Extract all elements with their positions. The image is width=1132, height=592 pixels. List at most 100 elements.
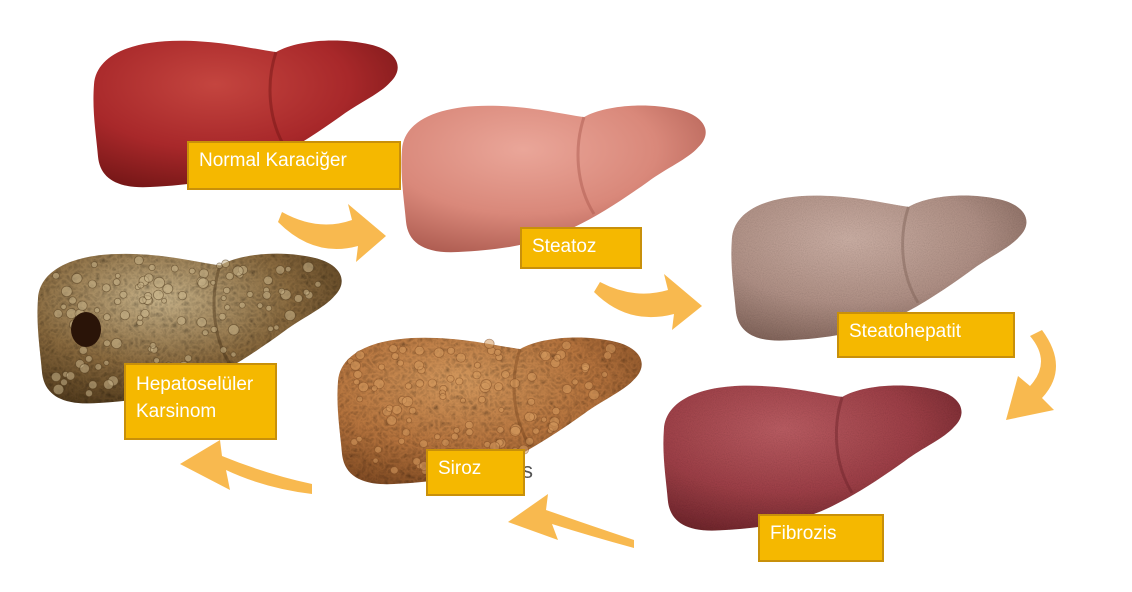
label-steatohepatitis: Steatohepatit <box>837 312 1015 358</box>
liver-nodule <box>581 363 589 371</box>
label-text: Normal Karaciğer <box>199 149 389 173</box>
liver-nodule <box>103 314 110 321</box>
liver-nodule <box>502 371 510 379</box>
liver-nodule <box>440 393 446 399</box>
liver-nodule <box>137 315 143 320</box>
liver-nodule <box>528 398 535 405</box>
liver-nodule <box>589 390 600 400</box>
liver-nodule <box>465 421 473 429</box>
liver-nodule <box>276 266 285 275</box>
liver-nodule <box>456 353 466 362</box>
liver-nodule <box>95 364 102 370</box>
liver-nodule <box>111 338 122 348</box>
liver-nodule <box>257 303 263 308</box>
liver-nodule <box>358 382 368 392</box>
liver-nodule <box>72 273 82 283</box>
arrow-fibrozis-to-siroz <box>508 494 634 548</box>
liver-nodule <box>274 325 279 330</box>
liver-nodule <box>239 302 245 308</box>
liver-nodule <box>54 309 63 317</box>
liver-nodule <box>354 370 362 378</box>
liver-nodule <box>69 297 77 304</box>
liver-nodule <box>104 380 114 390</box>
liver-nodule <box>114 298 121 304</box>
liver-nodule <box>402 397 413 407</box>
liver-nodule <box>134 256 143 265</box>
liver-nodule <box>61 379 68 386</box>
liver-nodule <box>451 433 458 440</box>
liver-nodule <box>226 273 234 280</box>
liver-nodule <box>373 458 378 463</box>
liver-nodule <box>510 426 520 436</box>
liver-nodule <box>247 291 253 297</box>
liver-nodule <box>499 407 504 412</box>
liver-nodule <box>211 326 217 332</box>
liver-nodule <box>386 405 393 411</box>
liver-nodule <box>481 380 492 390</box>
liver-nodule <box>199 269 208 278</box>
liver-nodule <box>494 349 501 355</box>
arrow-steatoz-to-steatohepatit <box>594 274 702 330</box>
liver-nodule <box>104 340 111 347</box>
liver-nodule <box>541 351 551 361</box>
label-text-line-2: Karsinom <box>136 398 265 425</box>
liver-nodule <box>77 301 87 311</box>
liver-nodule <box>222 260 230 268</box>
liver-nodule <box>79 346 87 354</box>
liver-nodule <box>177 317 186 326</box>
liver-nodule <box>549 422 559 432</box>
liver-nodule <box>525 412 535 422</box>
liver-nodule <box>389 345 397 353</box>
liver-nodule <box>604 352 612 359</box>
liver-nodule <box>53 272 60 279</box>
liver-nodule <box>303 262 314 272</box>
liver-nodule <box>416 380 424 388</box>
liver-nodule <box>120 291 127 298</box>
liver-nodule <box>138 282 144 288</box>
liver-nodule <box>211 280 216 285</box>
liver-nodule <box>554 354 561 361</box>
liver-nodule <box>474 362 480 368</box>
liver-nodule <box>144 274 153 283</box>
liver-nodule <box>233 266 243 276</box>
liver-nodule <box>220 347 227 353</box>
liver-nodule <box>223 287 230 293</box>
liver-nodule <box>533 428 540 434</box>
liver-nodule <box>572 379 578 385</box>
liver-nodule <box>266 305 272 311</box>
liver-nodule <box>351 361 361 371</box>
liver-nodule <box>391 467 399 474</box>
liver-nodule <box>375 446 382 453</box>
liver-nodule <box>378 364 384 370</box>
label-hepatocellular-carcinoma: Hepatoselüler Karsinom <box>124 363 277 440</box>
liver-nodule <box>552 407 560 414</box>
liver-nodule <box>454 427 460 433</box>
liver-nodule <box>268 326 274 331</box>
label-text: Fibrozis <box>770 522 872 546</box>
liver-nodule <box>139 297 146 304</box>
liver-nodule <box>447 375 454 382</box>
liver-nodule <box>356 436 362 442</box>
arrow-siroz-to-hcc <box>180 440 312 494</box>
liver-nodule <box>479 396 486 403</box>
liver-nodule <box>120 311 129 320</box>
liver-nodule <box>414 361 424 370</box>
liver-nodule <box>294 294 302 302</box>
liver-nodule <box>104 360 109 365</box>
liver-nodule <box>413 458 421 465</box>
liver-nodule <box>456 378 463 385</box>
liver-nodule <box>473 371 481 379</box>
liver-nodule <box>407 418 412 423</box>
liver-nodule <box>434 434 440 440</box>
liver-nodule <box>85 356 92 363</box>
liver-nodule <box>357 396 363 402</box>
liver-nodule <box>428 379 437 387</box>
liver-nodule <box>153 290 163 300</box>
liver-nodule <box>61 304 67 309</box>
liver-nodule <box>115 273 120 278</box>
liver-nodule <box>315 281 321 287</box>
liver-nodule <box>447 347 454 354</box>
liver-nodule <box>510 379 520 388</box>
liver-nodule <box>442 439 449 446</box>
